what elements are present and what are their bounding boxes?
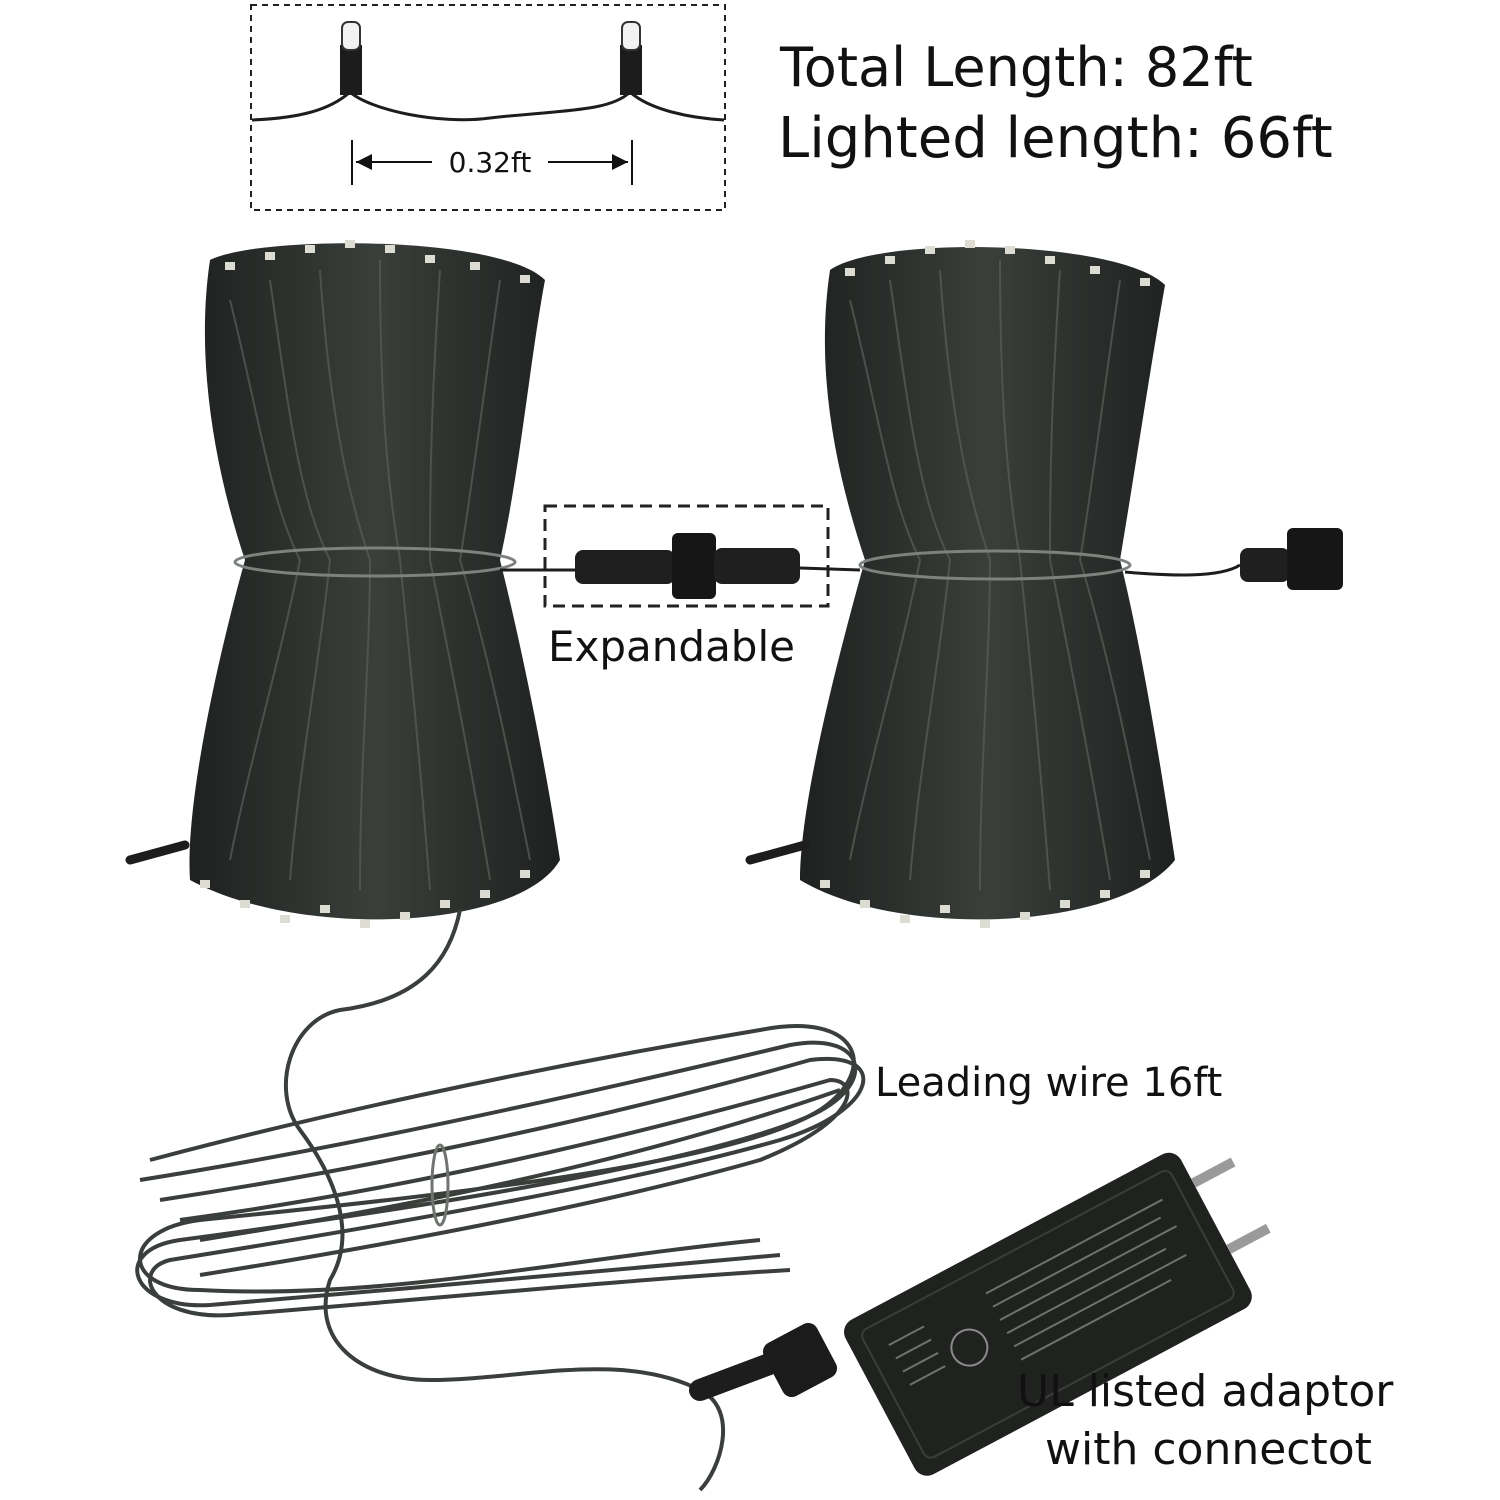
dashed-frame-expandable: [543, 504, 830, 608]
leading-wire-label: Leading wire 16ft: [875, 1060, 1223, 1106]
twist-tie: [858, 549, 1132, 581]
total-length-label: Total Length: 82ft: [780, 36, 1253, 99]
coil-tie: [430, 1143, 450, 1227]
dashed-frame: [250, 4, 726, 211]
diagram-bulb-right: [620, 21, 642, 95]
arrow-left-icon: [356, 154, 372, 170]
adaptor-label-line1: UL listed adaptor: [1017, 1366, 1394, 1417]
end-connector: [1240, 548, 1290, 582]
adaptor-body: [844, 1152, 1252, 1476]
light-bundle-left: [125, 240, 561, 928]
twist-tie: [233, 546, 517, 578]
plug-prong-top: [1191, 1157, 1236, 1188]
ul-mark-icon: [950, 1328, 989, 1367]
adaptor-label-line2: with connectot: [1045, 1424, 1372, 1475]
diagram-bulb-left: [340, 21, 362, 95]
power-adaptor: [689, 1152, 1271, 1476]
leading-wire-coil: [135, 909, 866, 1492]
expandable-label: Expandable: [548, 622, 795, 671]
arrow-right-icon: [612, 154, 628, 170]
lighted-length-label: Lighted length: 66ft: [778, 106, 1333, 171]
plug-prong-bottom: [1226, 1223, 1271, 1254]
diagram-wire: [251, 89, 725, 122]
bulb-spacing-diagram: 0.32ft: [250, 4, 726, 211]
expandable-connector: [500, 504, 861, 608]
light-bundle-right: [745, 240, 1343, 928]
bulb-spacing-label: 0.32ft: [449, 146, 532, 179]
